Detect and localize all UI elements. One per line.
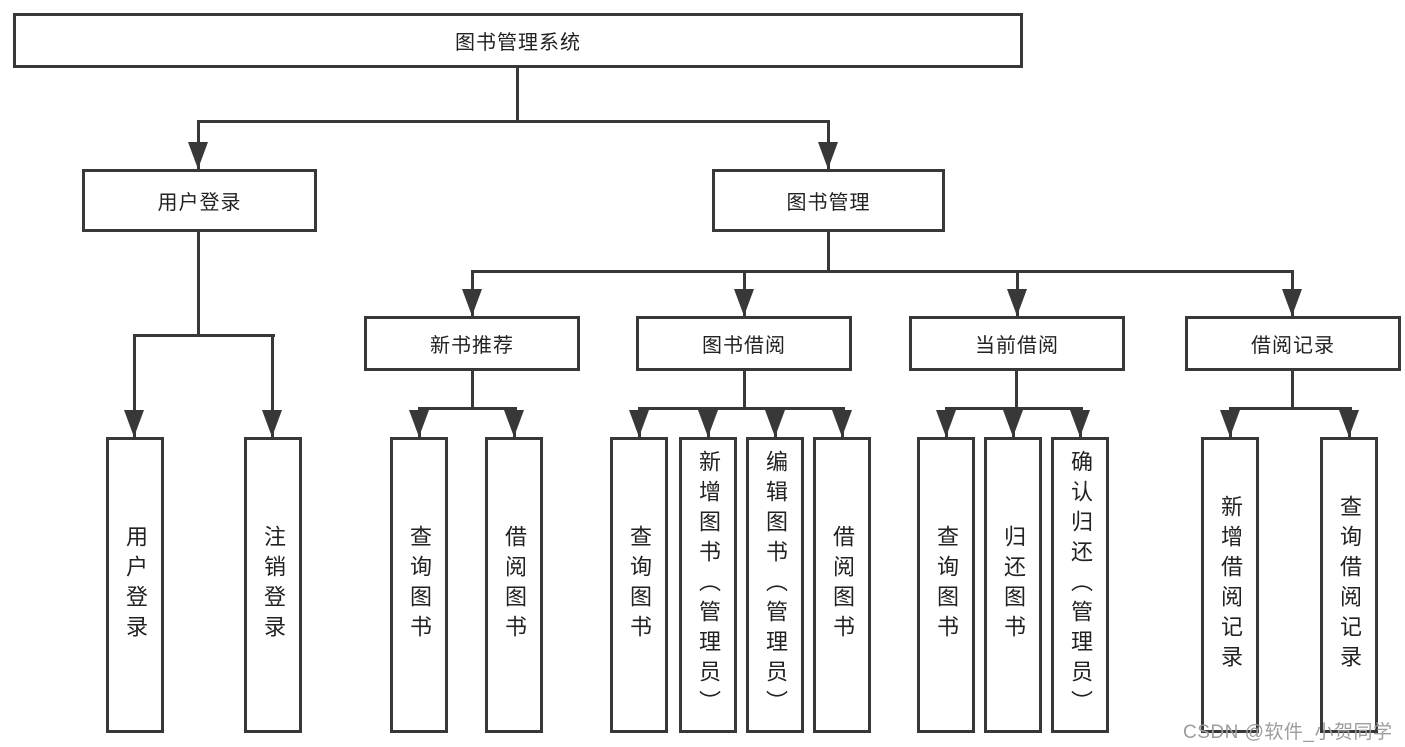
arrow-down-icon [936,410,956,437]
leaf-edit-books-admin: 编辑图书（管理员） [746,437,804,733]
arrow-down-icon [1003,410,1023,437]
arrow-down-icon [409,410,429,437]
connector-borrow-record-rail [1229,407,1352,410]
leaf-query-borrow-record-label: 查询借阅记录 [1337,495,1362,675]
connector-user-login-stem [197,232,200,334]
node-book-borrow: 图书借阅 [636,316,852,371]
leaf-return-books-label: 归还图书 [1001,525,1026,645]
connector-to-leaf-user-login [133,334,136,437]
connector-new-book-recommend-stem [471,371,474,408]
arrow-down-icon [818,142,838,169]
leaf-query-books-recommend-label: 查询图书 [407,525,432,645]
leaf-edit-books-admin-label: 编辑图书（管理员） [763,450,788,720]
arrow-down-icon [1007,289,1027,316]
arrow-down-icon [188,142,208,169]
arrow-down-icon [1220,410,1240,437]
leaf-add-borrow-record-label: 新增借阅记录 [1218,495,1243,675]
leaf-borrow-books-recommend: 借阅图书 [485,437,543,733]
node-user-login: 用户登录 [82,169,317,232]
arrow-down-icon [462,289,482,316]
connector-new-book-recommend-rail [418,407,517,410]
node-root: 图书管理系统 [13,13,1023,68]
leaf-logout-label: 注销登录 [261,525,286,645]
leaf-add-books-admin-label: 新增图书（管理员） [696,450,721,720]
arrow-down-icon [734,289,754,316]
connector-to-leaf-logout [271,334,274,437]
leaf-query-books-borrow: 查询图书 [610,437,668,733]
node-current-borrow-label: 当前借阅 [975,335,1059,357]
connector-root-rail [197,120,830,123]
connector-root-stem [516,68,519,120]
leaf-user-login-label: 用户登录 [123,525,148,645]
leaf-query-books-current-label: 查询图书 [934,525,959,645]
arrow-down-icon [832,410,852,437]
node-borrow-record-label: 借阅记录 [1251,335,1335,357]
leaf-query-books-borrow-label: 查询图书 [627,525,652,645]
arrow-down-icon [1282,289,1302,316]
arrow-down-icon [504,410,524,437]
arrow-down-icon [262,410,282,437]
leaf-query-books-recommend: 查询图书 [390,437,448,733]
arrow-down-icon [765,410,785,437]
node-new-book-recommend: 新书推荐 [364,316,580,371]
node-current-borrow: 当前借阅 [909,316,1125,371]
connector-book-borrow-rail [638,407,845,410]
arrow-down-icon [629,410,649,437]
leaf-borrow-books-recommend-label: 借阅图书 [502,525,527,645]
connector-user-login-rail [134,334,275,337]
arrow-down-icon [698,410,718,437]
node-borrow-record: 借阅记录 [1185,316,1401,371]
connector-current-borrow-stem [1015,371,1018,408]
node-book-borrow-label: 图书借阅 [702,335,786,357]
connector-borrow-record-stem [1291,371,1294,408]
node-book-management: 图书管理 [712,169,945,232]
leaf-borrow-books: 借阅图书 [813,437,871,733]
leaf-borrow-books-label: 借阅图书 [830,525,855,645]
leaf-confirm-return-admin-label: 确认归还（管理员） [1068,450,1093,720]
leaf-return-books: 归还图书 [984,437,1042,733]
arrow-down-icon [124,410,144,437]
node-new-book-recommend-label: 新书推荐 [430,335,514,357]
connector-book-management-rail [471,270,1294,273]
node-book-management-label: 图书管理 [786,192,871,214]
node-user-login-label: 用户登录 [157,192,242,214]
leaf-add-borrow-record: 新增借阅记录 [1201,437,1259,733]
arrow-down-icon [1339,410,1359,437]
node-root-label: 图书管理系统 [455,32,581,54]
arrow-down-icon [1070,410,1090,437]
connector-book-borrow-stem [743,371,746,408]
leaf-add-books-admin: 新增图书（管理员） [679,437,737,733]
csdn-watermark: CSDN @软件_小贺同学 [1183,722,1393,743]
leaf-query-books-current: 查询图书 [917,437,975,733]
leaf-logout: 注销登录 [244,437,302,733]
leaf-user-login: 用户登录 [106,437,164,733]
leaf-confirm-return-admin: 确认归还（管理员） [1051,437,1109,733]
leaf-query-borrow-record: 查询借阅记录 [1320,437,1378,733]
connector-book-management-stem [827,232,830,272]
